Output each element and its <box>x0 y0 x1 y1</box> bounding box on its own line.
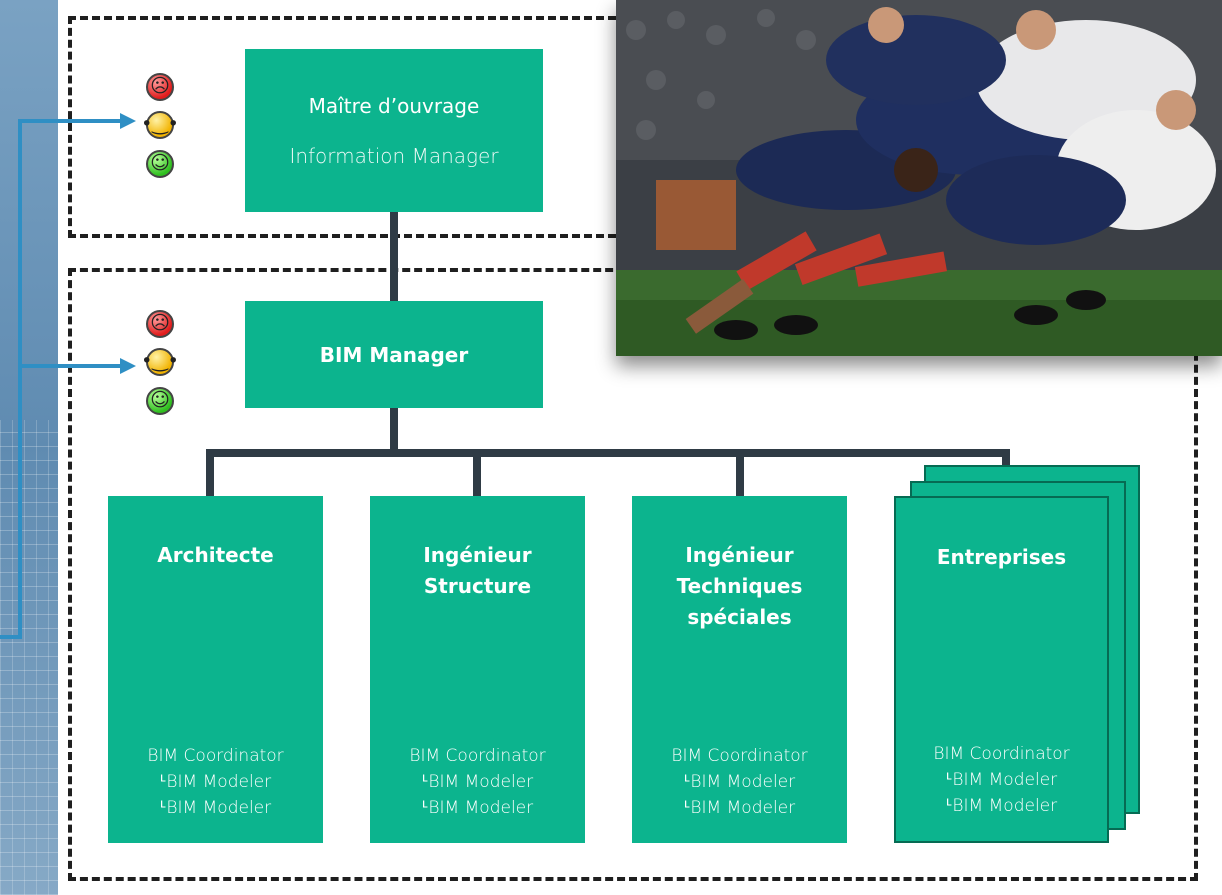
role-members: BIM Coordinator ᒻBIM Modeler ᒻBIM Modele… <box>632 743 847 821</box>
role-box-entreprises: Entreprises BIM Coordinator ᒻBIM Modeler… <box>894 496 1109 843</box>
sad-face-icon: ☹ <box>146 310 174 338</box>
rugby-scrum-illustration <box>616 0 1222 356</box>
happy-face-icon: ☺ <box>146 150 174 178</box>
arrow-line-top <box>0 119 120 639</box>
arrow-head-icon <box>120 113 136 129</box>
role-member-line: ᒻBIM Modeler <box>159 772 272 792</box>
role-member-line: ᒻBIM Modeler <box>421 772 534 792</box>
connector-to-structure <box>473 449 481 497</box>
background-panel <box>0 0 60 895</box>
background-building-pattern <box>0 420 60 895</box>
role-member-line: ᒻBIM Modeler <box>683 798 796 818</box>
role-member-line: ᒻBIM Modeler <box>159 798 272 818</box>
arrow-head-icon <box>120 358 136 374</box>
role-title: Entreprises <box>936 545 1067 569</box>
bim-manager-title: BIM Manager <box>319 342 469 367</box>
rugby-scrum-photo <box>616 0 1222 356</box>
connector-bim-down <box>390 406 398 452</box>
diagram-canvas: Maître d’ouvrage Information Manager BIM… <box>58 0 1222 895</box>
connector-to-architecte <box>206 449 214 497</box>
role-member-line: BIM Coordinator <box>147 746 284 766</box>
connector-horizontal-bus <box>206 449 1008 457</box>
happy-face-icon: ☺ <box>146 387 174 415</box>
role-member-line: ᒻBIM Modeler <box>945 770 1058 790</box>
role-member-line: ᒻBIM Modeler <box>945 796 1058 816</box>
role-member-line: BIM Coordinator <box>933 744 1070 764</box>
role-box-structure: Ingénieur Structure BIM Coordinator ᒻBIM… <box>370 496 585 843</box>
role-member-line: BIM Coordinator <box>409 746 546 766</box>
role-box-techniques: Ingénieur Techniques spéciales BIM Coord… <box>632 496 847 843</box>
neutral-face-icon: •‿• <box>141 111 179 139</box>
role-member-line: ᒻBIM Modeler <box>421 798 534 818</box>
owner-box: Maître d’ouvrage Information Manager <box>245 49 543 212</box>
role-members: BIM Coordinator ᒻBIM Modeler ᒻBIM Modele… <box>108 743 323 821</box>
owner-subtitle: Information Manager <box>289 143 499 168</box>
role-member-line: BIM Coordinator <box>671 746 808 766</box>
bim-manager-box: BIM Manager <box>245 301 543 408</box>
role-title: Architecte <box>157 543 274 567</box>
sad-face-icon: ☹ <box>146 73 174 101</box>
role-title: Ingénieur Techniques spéciales <box>676 543 803 629</box>
connector-to-techniques <box>736 449 744 497</box>
owner-title: Maître d’ouvrage <box>308 93 480 118</box>
role-box-architecte: Architecte BIM Coordinator ᒻBIM Modeler … <box>108 496 323 843</box>
neutral-face-icon: •‿• <box>141 348 179 376</box>
role-members: BIM Coordinator ᒻBIM Modeler ᒻBIM Modele… <box>896 741 1107 819</box>
role-member-line: ᒻBIM Modeler <box>683 772 796 792</box>
connector-owner-to-bim <box>390 210 398 302</box>
role-title: Ingénieur Structure <box>423 543 532 598</box>
feedback-arrows <box>0 113 136 639</box>
role-members: BIM Coordinator ᒻBIM Modeler ᒻBIM Modele… <box>370 743 585 821</box>
